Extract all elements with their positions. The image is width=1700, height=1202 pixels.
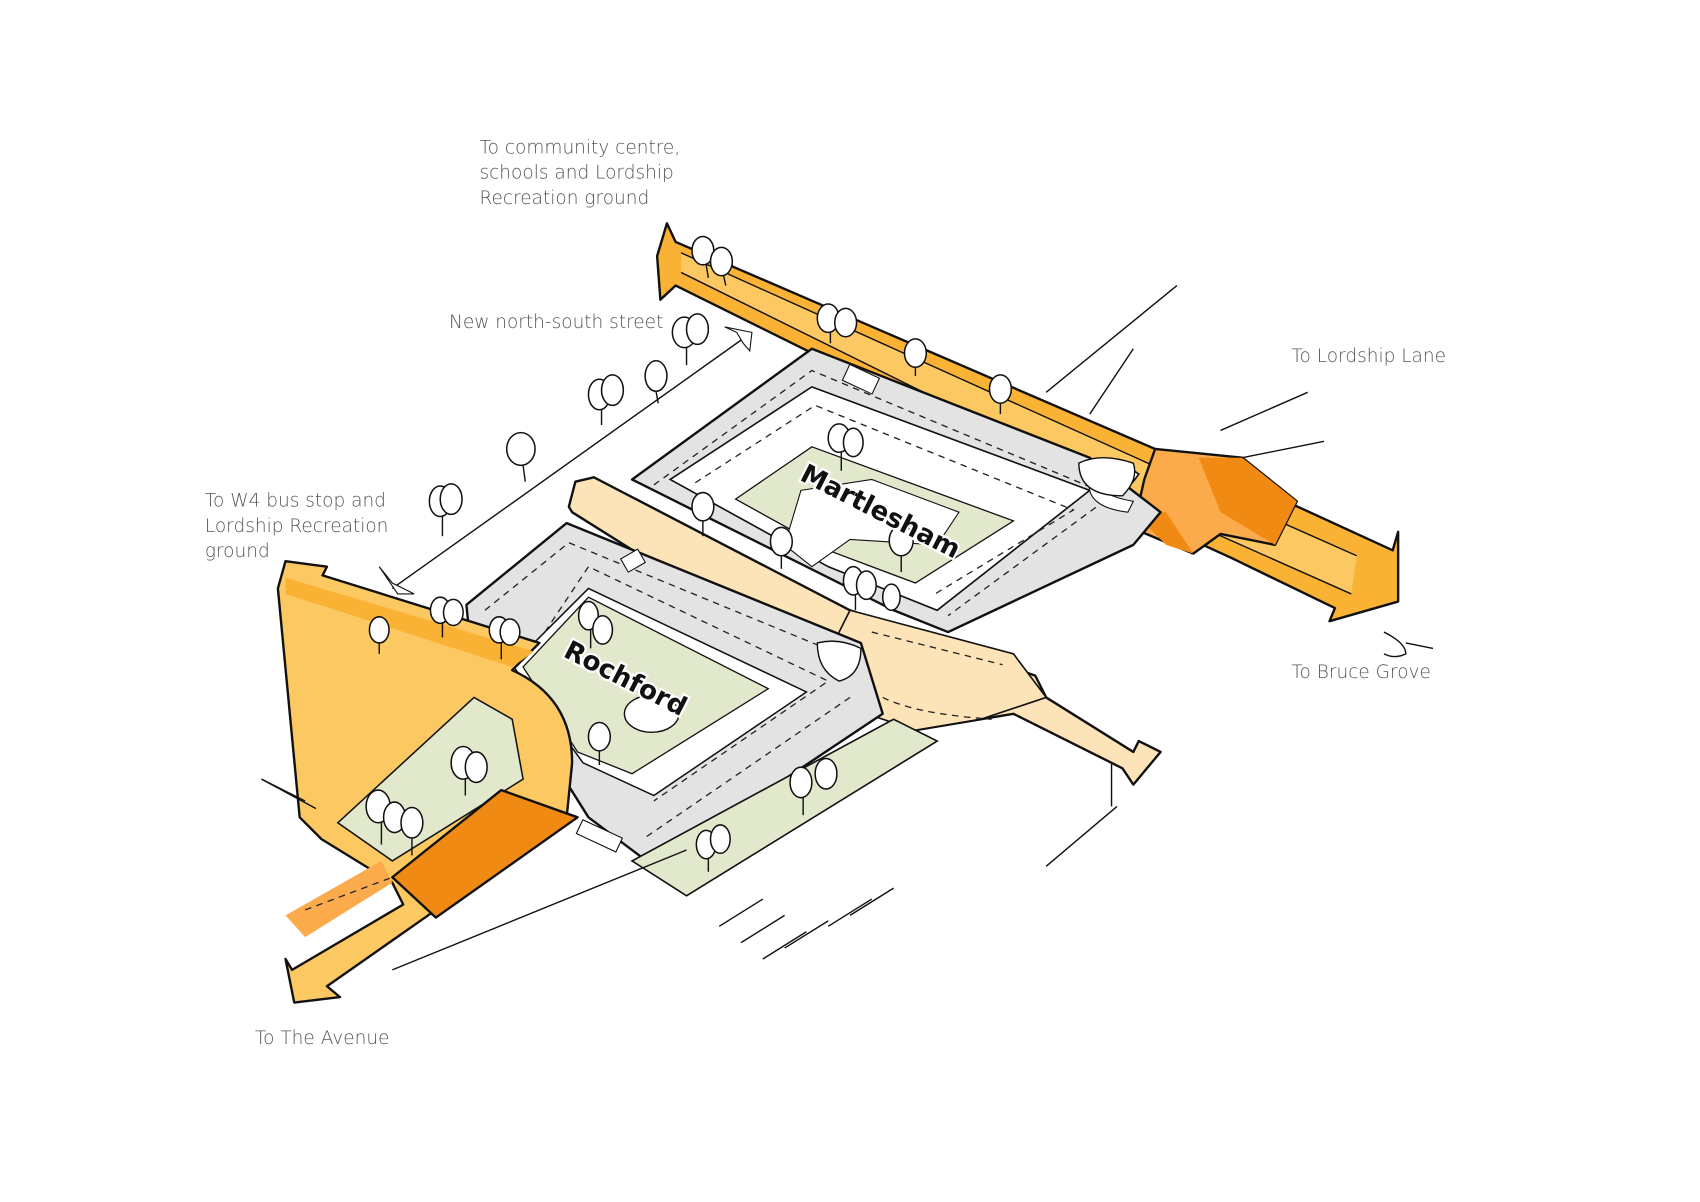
label-w4-3: ground xyxy=(205,541,270,562)
streets-lines xyxy=(261,284,1434,971)
label-community-1: To community centre, xyxy=(479,138,680,159)
label-lordship-lane: To Lordship Lane xyxy=(1291,346,1446,367)
label-w4-2: Lordship Recreation xyxy=(205,516,389,537)
label-bruce-grove: To Bruce Grove xyxy=(1291,662,1431,683)
label-community-2: schools and Lordship xyxy=(479,163,673,184)
martlesham-block xyxy=(630,347,1162,634)
label-north-south-street: New north-south street xyxy=(449,312,663,333)
trees xyxy=(365,235,1013,872)
label-community-3: Recreation ground xyxy=(479,188,649,209)
destination-labels: To community centre, schools and Lordshi… xyxy=(205,138,1446,1049)
label-the-avenue: To The Avenue xyxy=(255,1028,390,1049)
label-w4-1: To W4 bus stop and xyxy=(205,491,386,512)
crossing-avenue xyxy=(391,788,579,919)
